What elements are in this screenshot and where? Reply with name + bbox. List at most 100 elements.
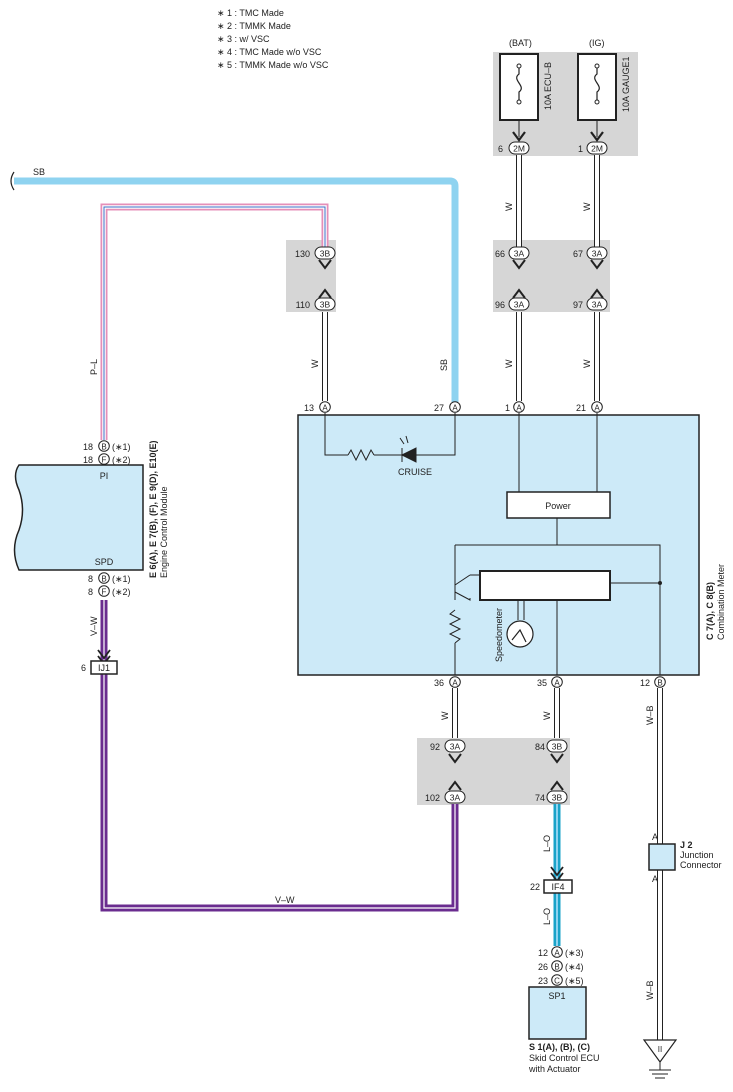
svg-text:(∗5): (∗5): [565, 976, 584, 986]
speedometer-gauge-icon: [506, 620, 534, 648]
note-1: ∗ 1 : TMC Made: [217, 8, 284, 18]
wire-w-1-label: W: [504, 359, 514, 368]
skid-name: S 1(A), (B), (C): [529, 1042, 590, 1052]
note-2: ∗ 2 : TMMK Made: [217, 21, 291, 31]
skid-box: [528, 986, 587, 1040]
wire-lo-label-2: L–O: [542, 908, 552, 925]
svg-text:B: B: [554, 963, 559, 972]
conn-2m-bat: 2M: [513, 144, 525, 154]
svg-text:(∗2): (∗2): [112, 587, 131, 597]
pin-35: 35: [537, 678, 547, 688]
pin-67: 67: [573, 249, 583, 259]
note-4: ∗ 4 : TMC Made w/o VSC: [217, 47, 322, 57]
pin-1: 1: [505, 403, 510, 413]
j2-desc2: Connector: [680, 860, 722, 870]
fuse-gauge1-symbol: [594, 66, 600, 102]
wire-pl-label: P–L: [89, 359, 99, 375]
skid-desc1: Skid Control ECU: [529, 1053, 600, 1063]
svg-text:B: B: [657, 679, 662, 688]
wire-wb-label-2: W–B: [645, 980, 655, 1000]
svg-text:3B: 3B: [552, 793, 563, 803]
pin-74: 74: [535, 793, 545, 803]
pin-6-bat: 6: [498, 144, 503, 154]
svg-text:A: A: [452, 404, 458, 413]
j2-junction-connector: A A J 2 Junction Connector: [648, 832, 722, 884]
svg-text:SP1: SP1: [548, 991, 565, 1001]
svg-text:(∗2): (∗2): [112, 455, 131, 465]
pin-66: 66: [495, 249, 505, 259]
engine-control-module: PI SPD B F 18 18 (∗1) (∗2) B F 8 8 (∗1) …: [13, 440, 169, 597]
svg-text:(∗1): (∗1): [112, 442, 131, 452]
wire-w-36-label: W: [440, 711, 450, 720]
svg-text:IJ1: IJ1: [98, 663, 110, 673]
j2-desc1: Junction: [680, 850, 714, 860]
svg-text:F: F: [102, 588, 107, 597]
ecm-spd: SPD: [95, 557, 114, 567]
pin-102: 102: [425, 793, 440, 803]
pin-110: 110: [296, 300, 310, 310]
svg-text:3A: 3A: [592, 300, 603, 310]
ij1-pin: 6: [81, 663, 86, 673]
svg-text:C: C: [554, 977, 560, 986]
j2-box: [648, 843, 676, 871]
svg-text:A: A: [594, 404, 600, 413]
svg-text:A: A: [652, 874, 658, 884]
pin-92: 92: [430, 742, 440, 752]
svg-text:A: A: [322, 404, 328, 413]
svg-text:(∗4): (∗4): [565, 962, 584, 972]
speedometer-label: Speedometer: [494, 608, 504, 662]
ground-symbol: II: [642, 1039, 678, 1079]
svg-text:3A: 3A: [514, 249, 525, 259]
svg-text:B: B: [101, 443, 106, 452]
svg-text:B: B: [101, 575, 106, 584]
wire-w-13-label: W: [310, 359, 320, 368]
wire-sb: [14, 177, 459, 402]
svg-text:(∗1): (∗1): [112, 574, 131, 584]
pin-13: 13: [304, 403, 314, 413]
wire-vw-label-horiz: V–W: [275, 895, 295, 905]
meter-name: C 7(A), C 8(B): [705, 582, 715, 640]
wire-w-bat-label: W: [504, 202, 514, 211]
fuse-gauge1-label: 10A GAUGE1: [621, 56, 631, 112]
meter-desc: Combination Meter: [716, 564, 726, 640]
junction-pins: 3B 130 3B 110 3A 66 3A 96 3A 67 3A 97 3A…: [295, 246, 608, 804]
fuse-block: (BAT) (IG) 10A ECU–B 10A GAUGE1 2M 2M 6 …: [493, 38, 638, 156]
svg-text:3B: 3B: [320, 249, 331, 259]
svg-text:3A: 3A: [514, 300, 525, 310]
note-3: ∗ 3 : w/ VSC: [217, 34, 270, 44]
svg-text:A: A: [452, 679, 458, 688]
pin-97: 97: [573, 300, 583, 310]
svg-text:(∗3): (∗3): [565, 948, 584, 958]
wire-w-21-label: W: [582, 359, 592, 368]
fuse-ecu-b-symbol: [516, 66, 522, 102]
j2-name: J 2: [680, 840, 693, 850]
ecm-desc: Engine Control Module: [159, 486, 169, 578]
cruise-label: CRUISE: [398, 467, 432, 477]
skid-pin26: 26: [538, 962, 548, 972]
ij1-connector: IJ1 6: [81, 649, 118, 675]
bat-label: (BAT): [509, 38, 532, 48]
pin-1-ig: 1: [578, 144, 583, 154]
wire-wb-label-1: W–B: [645, 705, 655, 725]
if4-pin: 22: [530, 882, 540, 892]
svg-text:F: F: [102, 456, 107, 465]
pin-84: 84: [535, 742, 545, 752]
pin-36: 36: [434, 678, 444, 688]
svg-text:A: A: [516, 404, 522, 413]
svg-text:IF4: IF4: [551, 882, 564, 892]
pin-130: 130: [295, 249, 310, 259]
combination-meter: A 13 A 27 A 1 A 21 A 36 A 35 B 12: [297, 401, 726, 688]
pin-12: 12: [640, 678, 650, 688]
ecm-pin18-2: 18: [83, 455, 93, 465]
fuse-ecu-b-label: 10A ECU–B: [543, 62, 553, 110]
svg-text:3A: 3A: [592, 249, 603, 259]
svg-text:A: A: [554, 679, 560, 688]
svg-text:3B: 3B: [320, 300, 331, 310]
skid-desc2: with Actuator: [528, 1064, 581, 1074]
wire-sb-label: SB: [33, 167, 45, 177]
wire-vw-label-vert: V–W: [89, 616, 99, 636]
wire-sb-label-vert: SB: [439, 359, 449, 371]
ig-label: (IG): [589, 38, 605, 48]
skid-pin12: 12: [538, 948, 548, 958]
